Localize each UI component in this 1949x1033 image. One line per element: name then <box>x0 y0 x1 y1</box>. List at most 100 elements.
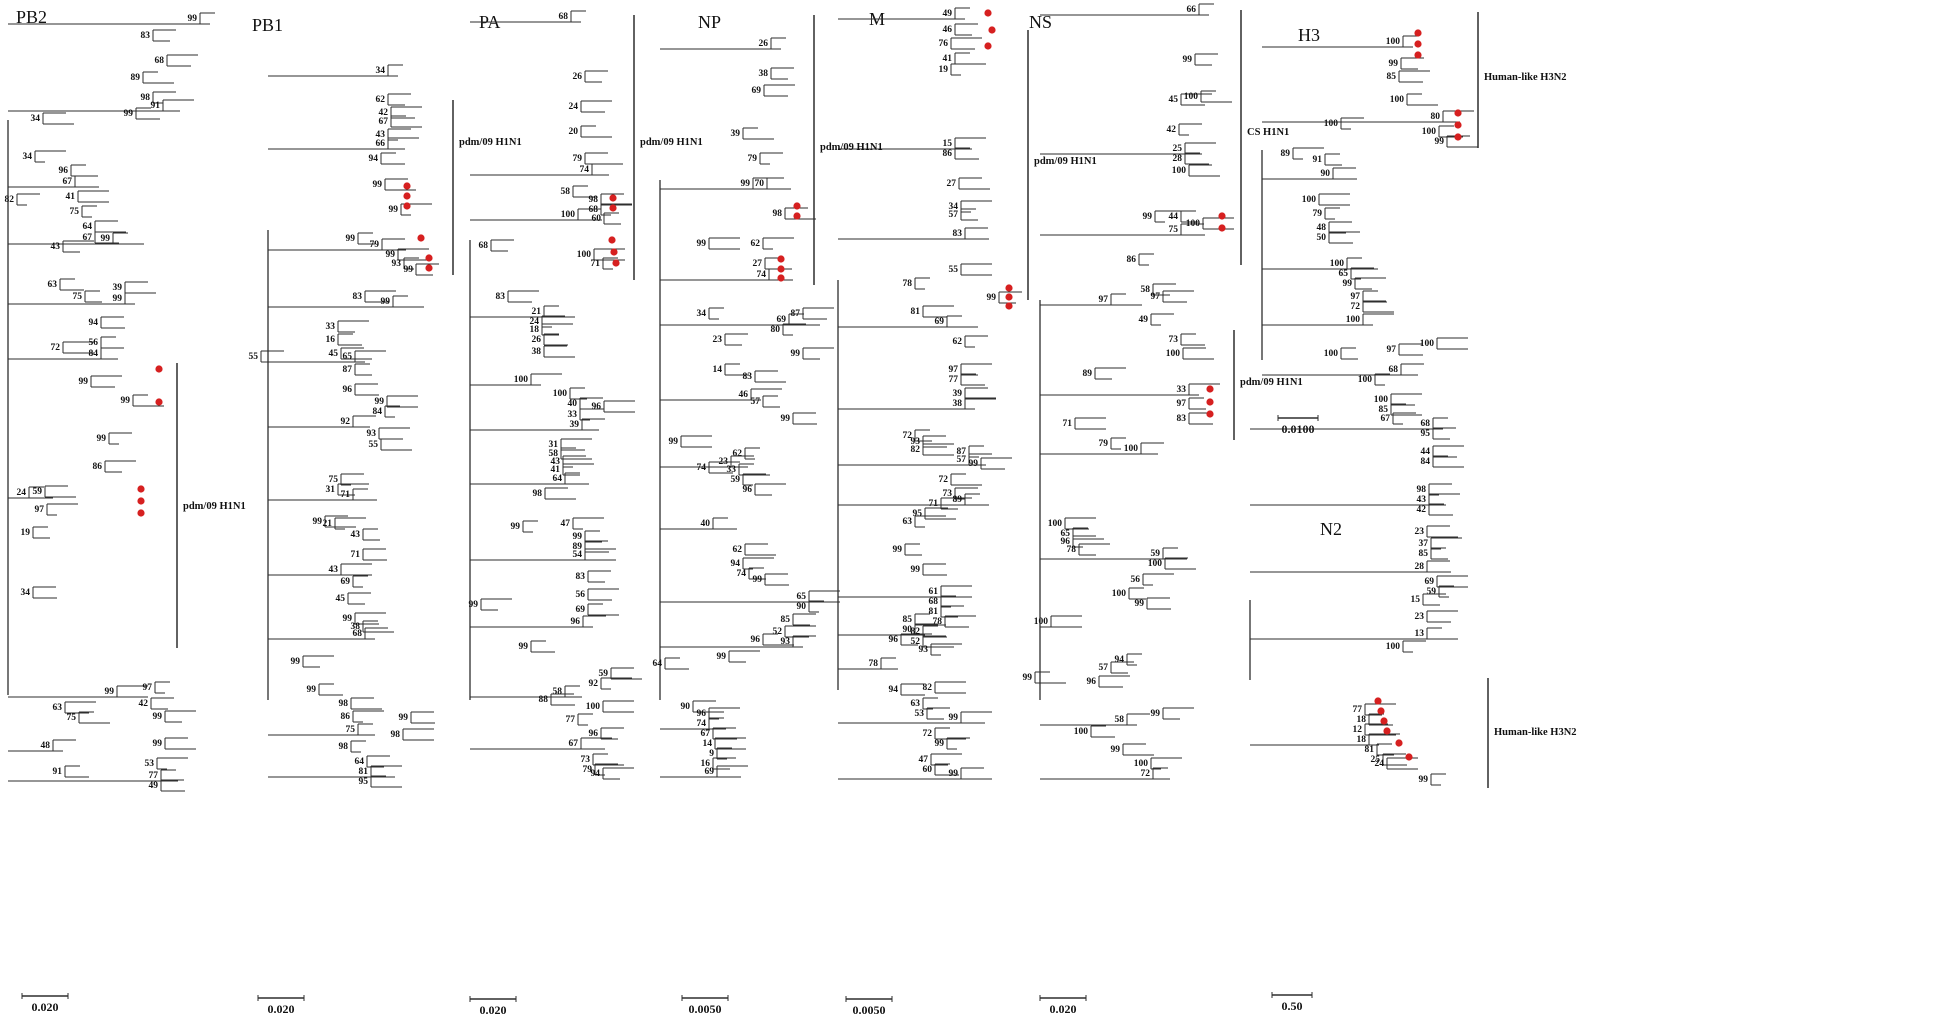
bootstrap-value: 97 <box>1177 399 1187 409</box>
scale-label: 0.50 <box>1282 999 1303 1013</box>
bootstrap-value: 75 <box>346 725 356 735</box>
bootstrap-value: 93 <box>367 429 377 439</box>
scale-label: 0.020 <box>1050 1002 1077 1016</box>
novel-strain-marker <box>1383 727 1391 735</box>
bootstrap-value: 83 <box>353 292 363 302</box>
bootstrap-value: 97 <box>1151 292 1161 302</box>
bootstrap-value: 44 <box>1169 212 1179 222</box>
bootstrap-value: 100 <box>1034 617 1049 627</box>
bootstrap-value: 96 <box>697 709 707 719</box>
novel-strain-marker <box>793 212 801 220</box>
bootstrap-value: 33 <box>1177 385 1187 395</box>
scale-label: 0.020 <box>480 1003 507 1017</box>
bootstrap-value: 85 <box>903 615 913 625</box>
bootstrap-value: 93 <box>919 645 929 655</box>
bootstrap-value: 100 <box>1166 349 1181 359</box>
bootstrap-value: 74 <box>580 165 590 175</box>
bootstrap-value: 55 <box>949 265 959 275</box>
novel-strain-marker <box>1454 109 1462 117</box>
bootstrap-value: 72 <box>939 475 949 485</box>
bootstrap-value: 72 <box>1141 769 1151 779</box>
bootstrap-value: 14 <box>703 739 713 749</box>
bootstrap-value: 74 <box>757 270 767 280</box>
bootstrap-value: 38 <box>532 347 542 357</box>
bootstrap-value: 58 <box>561 187 571 197</box>
bootstrap-value: 82 <box>5 195 15 205</box>
bootstrap-value: 99 <box>717 652 727 662</box>
bootstrap-value: 43 <box>376 130 386 140</box>
bootstrap-value: 79 <box>573 154 583 164</box>
bootstrap-value: 99 <box>381 297 391 307</box>
bootstrap-value: 96 <box>59 166 69 176</box>
bootstrap-value: 79 <box>583 765 593 775</box>
bootstrap-value: 47 <box>919 755 929 765</box>
bootstrap-value: 83 <box>1177 414 1187 424</box>
bootstrap-value: 94 <box>1115 655 1125 665</box>
novel-strain-marker <box>425 254 433 262</box>
bootstrap-value: 96 <box>1087 677 1097 687</box>
bootstrap-value: 41 <box>66 192 76 202</box>
novel-strain-marker <box>137 485 145 493</box>
bootstrap-value: 18 <box>530 325 540 335</box>
bootstrap-value: 68 <box>1421 419 1431 429</box>
bootstrap-value: 67 <box>379 117 389 127</box>
bootstrap-value: 98 <box>589 195 599 205</box>
bootstrap-value: 14 <box>713 365 723 375</box>
bootstrap-value: 92 <box>341 417 351 427</box>
bootstrap-value: 74 <box>737 569 747 579</box>
bootstrap-value: 13 <box>1415 629 1425 639</box>
bootstrap-value: 78 <box>933 617 943 627</box>
bootstrap-value: 93 <box>392 259 402 269</box>
bootstrap-value: 58 <box>1141 285 1151 295</box>
novel-strain-marker <box>1374 697 1382 705</box>
bootstrap-value: 34 <box>31 114 41 124</box>
bootstrap-value: 64 <box>553 474 563 484</box>
bootstrap-value: 69 <box>935 317 945 327</box>
bootstrap-value: 69 <box>576 605 586 615</box>
scale-label: 0.0050 <box>853 1003 886 1017</box>
bootstrap-value: 89 <box>1083 369 1093 379</box>
bootstrap-value: 94 <box>889 685 899 695</box>
novel-strain-marker <box>1005 293 1013 301</box>
panel-title-h3: H3 <box>1298 25 1320 45</box>
bootstrap-value: 99 <box>781 414 791 424</box>
bootstrap-value: 73 <box>581 755 591 765</box>
bootstrap-value: 95 <box>1421 429 1431 439</box>
bootstrap-value: 67 <box>63 177 73 187</box>
bootstrap-value: 68 <box>479 241 489 251</box>
bootstrap-value: 81 <box>929 607 939 617</box>
bootstrap-value: 60 <box>592 214 602 224</box>
clade-label: pdm/09 H1N1 <box>1034 156 1097 167</box>
bootstrap-value: 58 <box>553 687 563 697</box>
bootstrap-value: 85 <box>1419 549 1429 559</box>
bootstrap-value: 12 <box>1353 725 1363 735</box>
bootstrap-value: 65 <box>1339 269 1349 279</box>
bootstrap-value: 68 <box>155 56 165 66</box>
novel-strain-marker <box>1380 717 1388 725</box>
bootstrap-value: 46 <box>943 25 953 35</box>
scale-label: 0.0050 <box>689 1002 722 1016</box>
bootstrap-value: 98 <box>339 699 349 709</box>
bootstrap-value: 100 <box>1048 519 1063 529</box>
bootstrap-value: 62 <box>953 337 963 347</box>
bootstrap-value: 99 <box>113 294 123 304</box>
bootstrap-value: 100 <box>1148 559 1163 569</box>
bootstrap-value: 71 <box>929 499 939 509</box>
bootstrap-value: 56 <box>1131 575 1141 585</box>
bootstrap-value: 99 <box>669 437 679 447</box>
bootstrap-value: 59 <box>1151 549 1161 559</box>
novel-strain-marker <box>777 265 785 273</box>
bootstrap-value: 23 <box>713 335 723 345</box>
bootstrap-value: 100 <box>1172 166 1187 176</box>
bootstrap-value: 52 <box>773 627 783 637</box>
bootstrap-value: 99 <box>101 234 111 244</box>
clade-label: pdm/09 H1N1 <box>640 137 703 148</box>
bootstrap-value: 98 <box>391 730 401 740</box>
bootstrap-value: 26 <box>573 72 583 82</box>
bootstrap-value: 99 <box>519 642 529 652</box>
clade-label: CS H1N1 <box>1247 127 1289 138</box>
bootstrap-value: 99 <box>935 739 945 749</box>
bootstrap-value: 85 <box>1379 405 1389 415</box>
bootstrap-value: 56 <box>89 338 99 348</box>
